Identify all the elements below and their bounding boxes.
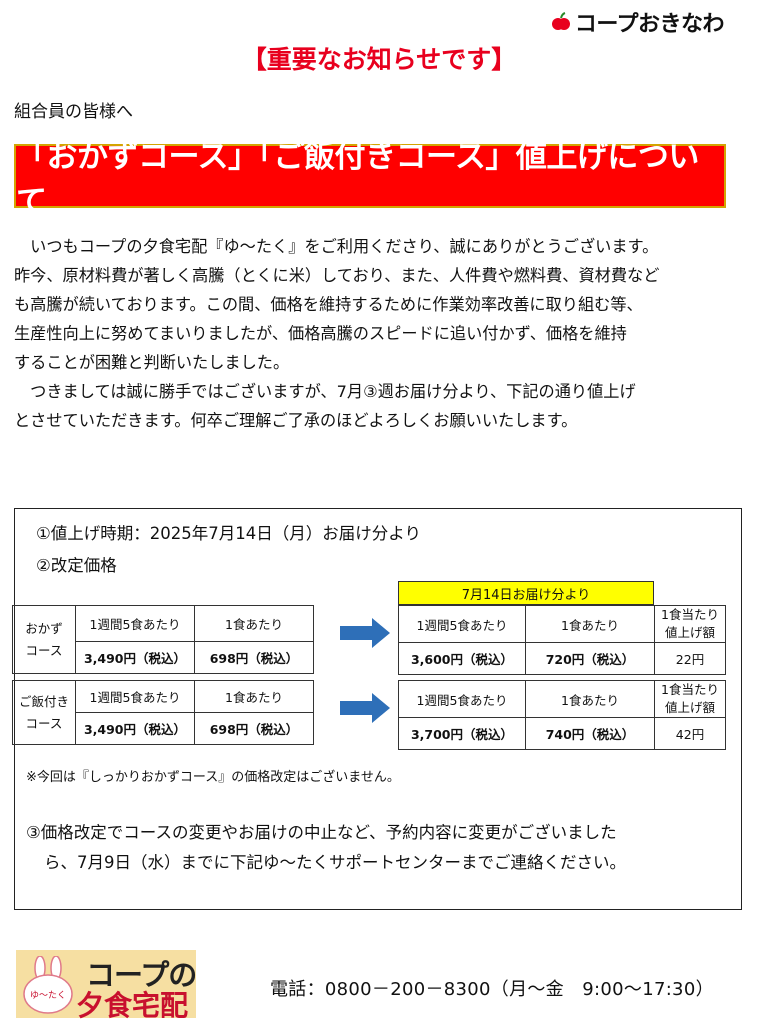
new-week-price: 3,700円（税込） [398, 717, 526, 750]
col-week-header: 1週間5食あたり [75, 605, 195, 642]
important-notice-heading: 【重要なお知らせです】 [241, 45, 517, 74]
okazu-new-price-table: 1週間5食あたり 1食あたり 1食当たり 値上げ額 3,600円（税込） 720… [398, 605, 726, 675]
logo-line-1: コープの [86, 958, 197, 992]
old-meal-price: 698円（税込） [194, 712, 314, 745]
col-meal-header: 1食あたり [525, 680, 655, 718]
gohan-new-price-table: 1週間5食あたり 1食あたり 1食当たり 値上げ額 3,700円（税込） 740… [398, 680, 726, 750]
greeting: 組合員の皆様へ [14, 102, 133, 122]
logo-line-2: 夕食宅配 [76, 989, 189, 1022]
arrow-right-icon [340, 618, 390, 648]
arrow-right-icon [340, 693, 390, 723]
col-increase-header: 1食当たり 値上げ額 [654, 680, 726, 718]
increase-amount: 22円 [654, 642, 726, 675]
brand-logo: コープおきなわ [551, 6, 725, 38]
col-meal-header: 1食あたり [194, 680, 314, 713]
col-meal-header: 1食あたり [525, 605, 655, 643]
body-line: も高騰が続いております。この間、価格を維持するために作業効率改善に取り組む等、 [14, 295, 643, 314]
body-line: つきましては誠に勝手ではございますが、7月③週お届け分より、下記の通り値上げ [14, 382, 636, 401]
new-meal-price: 740円（税込） [525, 717, 655, 750]
body-line: とさせていただきます。何卒ご理解ご了承のほどよろしくお願いいたします。 [14, 411, 578, 430]
old-week-price: 3,490円（税込） [75, 712, 195, 745]
col-increase-header: 1食当たり 値上げ額 [654, 605, 726, 643]
col-week-header: 1週間5食あたり [75, 680, 195, 713]
col-week-header: 1週間5食あたり [398, 680, 526, 718]
mascot-label: ゆ～たく [30, 990, 66, 1001]
body-line: いつもコープの夕食宅配『ゆ～たく』をご利用くださり、誠にありがとうございます。 [14, 237, 659, 256]
body-line: 昨今、原材料費が著しく高騰（とくに米）しており、また、人件費や燃料費、資材費など [14, 266, 660, 285]
banner-title: 「おかずコース」「ご飯付きコース」値上げについて [14, 139, 726, 220]
increase-amount: 42円 [654, 717, 726, 750]
col-meal-header: 1食あたり [194, 605, 314, 642]
body-line: 生産性向上に努めてまいりましたが、価格高騰のスピードに追い付かず、価格を維持 [14, 324, 627, 343]
apple-icon [551, 12, 570, 30]
course-name-cell: ご飯付き コース [12, 680, 76, 745]
course-name-cell: おかず コース [12, 605, 76, 674]
new-price-header: 7月14日お届け分より [398, 581, 654, 605]
body-text: いつもコープの夕食宅配『ゆ～たく』をご利用くださり、誠にありがとうございます。 … [14, 232, 746, 435]
col-week-header: 1週間5食あたり [398, 605, 526, 643]
body-line: することが困難と判断いたしました。 [14, 353, 290, 372]
price-change-date: ①値上げ時期：2025年7月14日（月）お届け分より [36, 524, 421, 543]
yutaku-logo: ゆ～たく コープの 夕食宅配 [16, 950, 197, 1022]
support-phone: 電話：0800－200－8300（月～金 9:00～17:30） [270, 979, 714, 1000]
rabbit-mascot-icon: ゆ～たく [23, 956, 73, 1014]
okazu-old-price-table: おかず コース 1週間5食あたり 1食あたり 3,490円（税込） 698円（税… [12, 605, 314, 674]
contact-instruction: ③価格改定でコースの変更やお届けの中止など、予約内容に変更がございました ら、7… [26, 823, 626, 872]
new-week-price: 3,600円（税込） [398, 642, 526, 675]
new-meal-price: 720円（税込） [525, 642, 655, 675]
gohan-old-price-table: ご飯付き コース 1週間5食あたり 1食あたり 3,490円（税込） 698円（… [12, 680, 314, 745]
note-text: ※今回は『しっかりおかずコース』の価格改定はございません。 [26, 770, 400, 785]
old-week-price: 3,490円（税込） [75, 641, 195, 674]
revised-price-heading: ②改定価格 [36, 556, 117, 575]
brand-name: コープおきなわ [574, 12, 725, 37]
old-meal-price: 698円（税込） [194, 641, 314, 674]
